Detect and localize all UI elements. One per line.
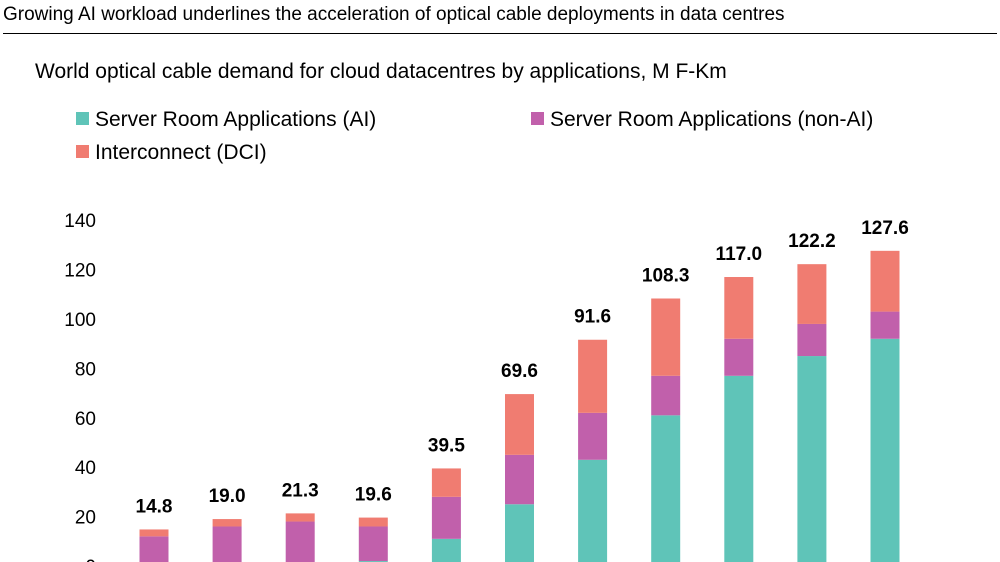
bar-segment-non-ai	[212, 526, 242, 562]
bar-total-label: 14.8	[136, 496, 173, 517]
bar-segment-non-ai	[578, 412, 608, 460]
bar-segment-dci	[212, 519, 242, 527]
legend-label-non-ai: Server Room Applications (non-AI)	[550, 108, 874, 131]
bar-segment-dci	[431, 468, 461, 497]
header-divider	[3, 33, 997, 34]
bar-segment-non-ai	[724, 338, 754, 376]
bar-total-label: 117.0	[716, 244, 763, 265]
bar-segment-ai	[724, 375, 754, 562]
legend-item-ai: Server Room Applications (AI)	[76, 108, 376, 132]
bar-segment-dci	[285, 513, 315, 522]
y-tick-label: 60	[75, 409, 96, 430]
legend-swatch-ai	[76, 112, 89, 125]
bar-total-label: 39.5	[428, 435, 465, 456]
bar-segment-dci	[358, 517, 388, 527]
y-tick-label: 140	[64, 211, 96, 232]
y-tick-label: 0	[85, 557, 96, 562]
bar-total-label: 108.3	[642, 265, 690, 286]
bar-segment-ai	[431, 538, 461, 562]
bar-total-label: 19.0	[209, 486, 246, 507]
bar-segment-non-ai	[285, 521, 315, 562]
bar-total-label: 69.6	[501, 361, 538, 382]
bar-segment-dci	[870, 250, 900, 312]
legend-label-ai: Server Room Applications (AI)	[95, 108, 377, 131]
legend-label-dci: Interconnect (DCI)	[95, 141, 267, 164]
bar-total-label: 19.6	[355, 485, 392, 506]
y-tick-label: 100	[64, 310, 96, 331]
bar-segment-non-ai	[505, 454, 534, 505]
legend-swatch-dci	[76, 145, 89, 158]
bar-segment-non-ai	[358, 526, 388, 562]
bar-segment-ai	[797, 356, 827, 562]
y-tick-label: 20	[75, 508, 96, 529]
bar-total-label: 122.2	[788, 231, 836, 252]
bar-segment-non-ai	[870, 311, 900, 339]
legend-item-dci: Interconnect (DCI)	[76, 141, 267, 165]
legend-swatch-non-ai	[531, 112, 544, 125]
bar-segment-ai	[578, 459, 608, 562]
bar-segment-dci	[505, 394, 534, 455]
y-tick-label: 80	[75, 359, 96, 380]
y-tick-label: 40	[75, 458, 96, 479]
bar-segment-dci	[724, 277, 754, 339]
bar-total-label: 21.3	[282, 480, 319, 501]
legend-item-non-ai: Server Room Applications (non-AI)	[531, 108, 873, 132]
bar-segment-ai	[870, 338, 900, 562]
bar-total-label: 127.6	[861, 218, 909, 239]
header-title: Growing AI workload underlines the accel…	[3, 4, 785, 25]
bar-segment-non-ai	[797, 323, 827, 357]
chart-title: World optical cable demand for cloud dat…	[35, 60, 727, 83]
bar-segment-dci	[139, 529, 169, 537]
bar-segment-ai	[505, 504, 534, 562]
y-tick-label: 120	[64, 261, 96, 282]
bar-segment-ai	[651, 415, 681, 562]
bar-segment-non-ai	[139, 536, 169, 562]
bar-segment-dci	[797, 264, 827, 324]
bar-segment-non-ai	[651, 375, 681, 416]
bar-segment-non-ai	[431, 496, 461, 539]
bar-segment-dci	[651, 298, 681, 376]
bar-total-label: 91.6	[574, 307, 611, 328]
bar-segment-dci	[578, 339, 608, 413]
